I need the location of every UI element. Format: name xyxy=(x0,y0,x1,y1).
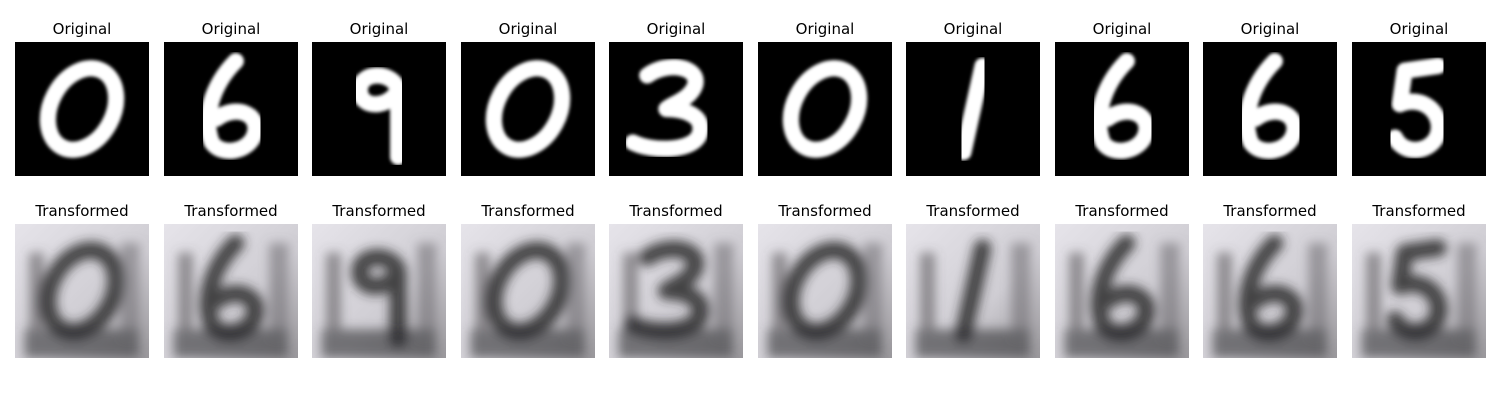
transformed-title-5: Transformed xyxy=(629,202,723,220)
original-digit-image-2 xyxy=(164,42,298,176)
original-title-10: Original xyxy=(1389,20,1449,38)
transformed-title-1: Transformed xyxy=(35,202,129,220)
original-digit-image-10 xyxy=(1352,42,1486,176)
original-title-5: Original xyxy=(646,20,706,38)
original-title-4: Original xyxy=(498,20,558,38)
original-title-2: Original xyxy=(201,20,261,38)
transformed-digit-image-5 xyxy=(609,224,743,358)
transformed-digit-image-4 xyxy=(461,224,595,358)
transformed-digit-image-3 xyxy=(312,224,446,358)
original-digit-image-3 xyxy=(312,42,446,176)
original-digit-image-5 xyxy=(609,42,743,176)
transformed-digit-image-7 xyxy=(906,224,1040,358)
original-digit-image-4 xyxy=(461,42,595,176)
original-digit-image-1 xyxy=(15,42,149,176)
transformed-digit-image-2 xyxy=(164,224,298,358)
original-title-3: Original xyxy=(349,20,409,38)
original-digit-image-8 xyxy=(1055,42,1189,176)
original-digit-image-6 xyxy=(758,42,892,176)
transformed-title-9: Transformed xyxy=(1223,202,1317,220)
original-title-1: Original xyxy=(52,20,112,38)
original-title-6: Original xyxy=(795,20,855,38)
transformed-digit-image-6 xyxy=(758,224,892,358)
transformed-digit-image-9 xyxy=(1203,224,1337,358)
original-title-7: Original xyxy=(943,20,1003,38)
original-title-9: Original xyxy=(1240,20,1300,38)
transformed-digit-image-10 xyxy=(1352,224,1486,358)
transformed-digit-image-8 xyxy=(1055,224,1189,358)
transformed-digit-image-1 xyxy=(15,224,149,358)
transformed-title-8: Transformed xyxy=(1075,202,1169,220)
transformed-title-6: Transformed xyxy=(778,202,872,220)
original-title-8: Original xyxy=(1092,20,1152,38)
transformed-title-7: Transformed xyxy=(926,202,1020,220)
original-digit-image-9 xyxy=(1203,42,1337,176)
transformed-title-10: Transformed xyxy=(1372,202,1466,220)
transformed-title-3: Transformed xyxy=(332,202,426,220)
original-digit-image-7 xyxy=(906,42,1040,176)
transformed-title-4: Transformed xyxy=(481,202,575,220)
transformed-title-2: Transformed xyxy=(184,202,278,220)
